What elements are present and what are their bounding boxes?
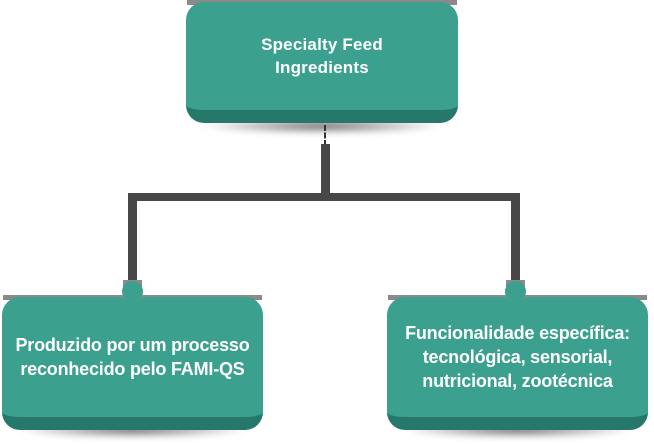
connector-endcap-circle-right <box>505 281 526 302</box>
node-label-line: tecnológica, sensorial, <box>422 347 613 367</box>
node-produzido-fami-qs: Produzido por um processo reconhecido pe… <box>2 295 263 444</box>
connector-branch-right <box>511 193 520 282</box>
node-label-line: Specialty Feed <box>261 35 383 54</box>
node-specialty-feed-ingredients: Specialty Feed Ingredients <box>186 0 458 145</box>
node-label-line: Funcionalidade específica: <box>405 323 630 343</box>
connector-endcap-circle-left <box>122 281 143 302</box>
connector-horizontal-bar <box>128 193 520 201</box>
node-body: Specialty Feed Ingredients <box>186 2 458 123</box>
connector-trunk-vertical <box>321 144 330 195</box>
node-body: Funcionalidade específica: tecnológica, … <box>387 297 648 430</box>
node-label-line: Produzido por um processo <box>15 335 250 355</box>
node-label-line: Ingredients <box>275 58 369 77</box>
connector-branch-left <box>128 193 137 282</box>
node-body: Produzido por um processo reconhecido pe… <box>2 297 263 430</box>
node-funcionalidade-especifica: Funcionalidade específica: tecnológica, … <box>387 295 648 444</box>
connector-dashed-stub <box>324 125 326 146</box>
node-label-line: reconhecido pelo FAMI-QS <box>20 359 245 379</box>
node-label-line: nutricional, zootécnica <box>422 371 613 391</box>
